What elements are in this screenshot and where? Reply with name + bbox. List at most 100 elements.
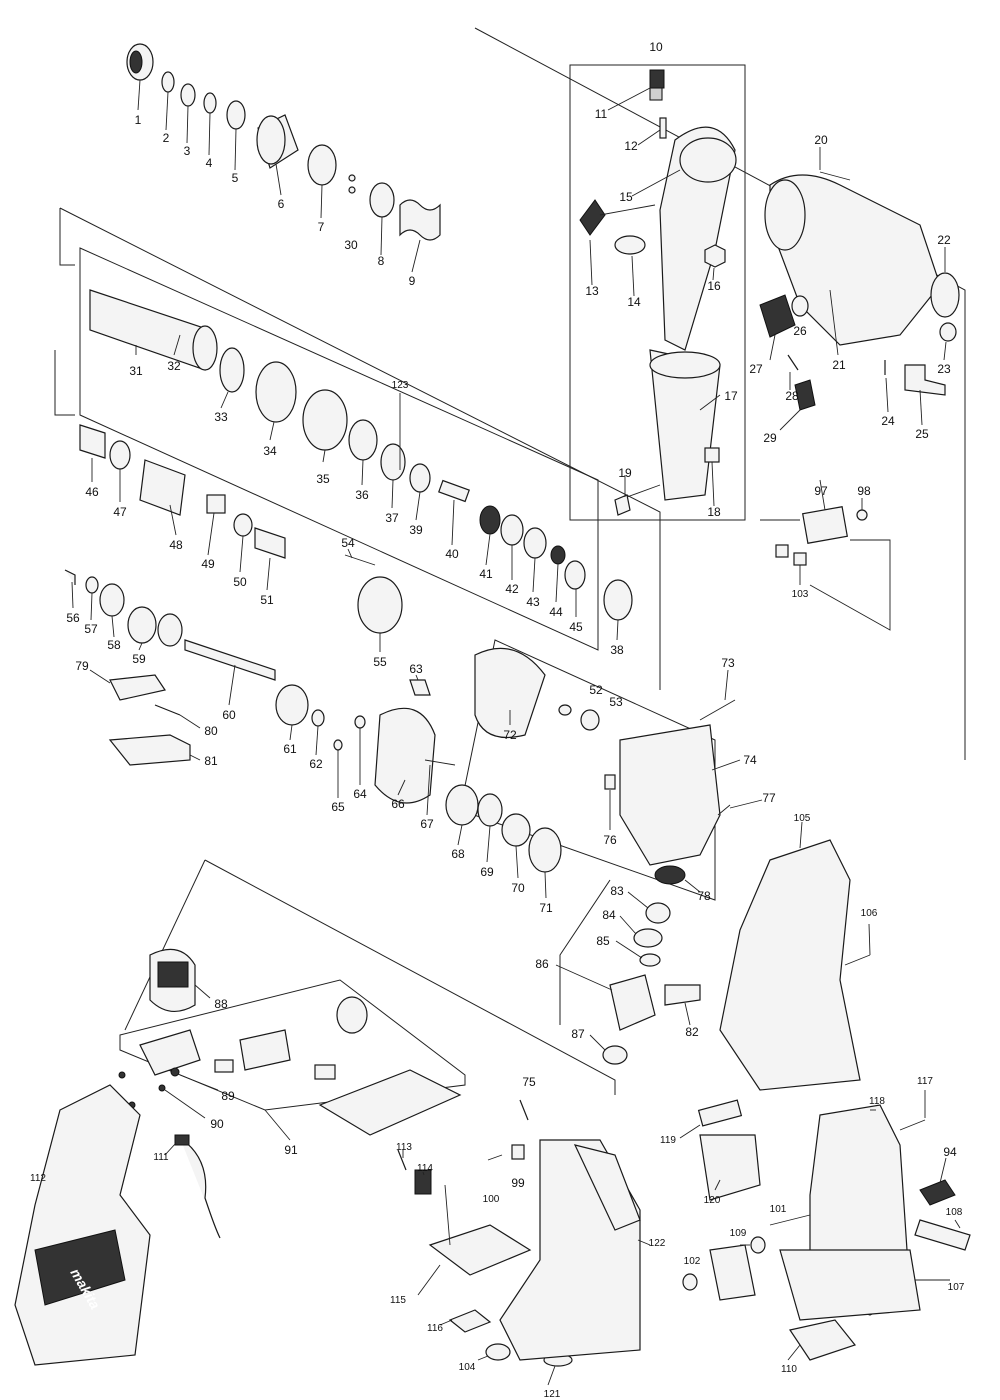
leader-104 bbox=[477, 1355, 489, 1361]
part-14-ring bbox=[614, 235, 646, 255]
part-109-lever bbox=[709, 1244, 756, 1301]
leader-60 bbox=[228, 664, 236, 706]
part-10-lever bbox=[649, 69, 665, 89]
leader-115 bbox=[417, 1264, 441, 1296]
part-label: 25 bbox=[915, 427, 929, 441]
part-113-spring bbox=[397, 1149, 407, 1171]
part-13-bolt-shaft bbox=[599, 204, 656, 216]
part-label: 78 bbox=[697, 889, 711, 903]
part-8-ring bbox=[369, 182, 395, 218]
part-label: 26 bbox=[793, 324, 807, 338]
part-label: 104 bbox=[459, 1362, 476, 1373]
part-label: 103 bbox=[792, 589, 809, 600]
group-frames bbox=[54, 27, 966, 1111]
frame-front-assembly bbox=[474, 27, 966, 760]
part-65-washer bbox=[333, 739, 343, 751]
part-label: 9 bbox=[409, 274, 416, 288]
part-53-ring bbox=[580, 709, 600, 731]
part-label: 65 bbox=[331, 800, 345, 814]
part-label: 121 bbox=[544, 1389, 561, 1400]
leader-61 bbox=[289, 724, 293, 741]
part-44-oring bbox=[550, 545, 566, 565]
leader-87 bbox=[589, 1034, 606, 1051]
part-107-base bbox=[779, 1249, 921, 1321]
part-9-spring bbox=[399, 199, 441, 241]
part-15-clamp-ring bbox=[679, 137, 737, 183]
leader-91 bbox=[264, 1109, 291, 1141]
part-112-cover-panel bbox=[34, 1229, 126, 1306]
part-label: 82 bbox=[685, 1025, 699, 1039]
part-116-pad bbox=[448, 1309, 492, 1333]
group-parts: makita bbox=[14, 43, 971, 1367]
part-label: 12 bbox=[624, 139, 638, 153]
part-label: 86 bbox=[535, 957, 549, 971]
frame-gear-housing-group bbox=[459, 639, 716, 901]
part-47-oring bbox=[109, 440, 131, 470]
part-28-spring bbox=[787, 354, 799, 371]
frame-electronics-group bbox=[119, 979, 466, 1111]
part-label: 62 bbox=[309, 757, 323, 771]
part-38-oring bbox=[603, 579, 633, 621]
leader-15 bbox=[631, 169, 681, 197]
leader-86 bbox=[555, 964, 613, 991]
part-2-ring bbox=[161, 71, 175, 93]
part-15-side-grip-clamp bbox=[659, 126, 736, 351]
part-label: 37 bbox=[385, 511, 399, 525]
part-40-pin bbox=[438, 479, 470, 503]
part-label: 107 bbox=[948, 1282, 965, 1293]
part-label: 77 bbox=[762, 791, 776, 805]
leader-69 bbox=[486, 825, 491, 863]
part-label: 20 bbox=[814, 133, 828, 147]
part-103-plate-b bbox=[793, 552, 807, 566]
leader-90 bbox=[164, 1089, 206, 1119]
part-label: 73 bbox=[721, 656, 735, 670]
part-label: 79 bbox=[75, 659, 89, 673]
part-label: 38 bbox=[610, 643, 624, 657]
part-85-washer bbox=[639, 953, 661, 967]
part-62-ring bbox=[311, 709, 325, 727]
leader-27 bbox=[769, 334, 776, 361]
part-label: 64 bbox=[353, 787, 367, 801]
part-74-gear-housing bbox=[619, 724, 721, 866]
leader-48 bbox=[169, 504, 177, 536]
part-label: 41 bbox=[479, 567, 493, 581]
part-87-bearing bbox=[602, 1045, 628, 1065]
leader-56 bbox=[71, 581, 74, 609]
part-43-ring bbox=[523, 527, 547, 559]
part-106-screw bbox=[844, 954, 871, 966]
leader-85 bbox=[615, 940, 643, 959]
part-86-armature bbox=[609, 974, 656, 1031]
part-16-nut bbox=[704, 244, 726, 268]
leader-24 bbox=[885, 377, 889, 413]
part-label: 35 bbox=[316, 472, 330, 486]
part-104-bushing bbox=[485, 1343, 511, 1361]
part-label: 18 bbox=[707, 505, 721, 519]
part-label: 118 bbox=[869, 1096, 885, 1107]
part-label: 47 bbox=[113, 505, 127, 519]
leader-63 bbox=[415, 674, 419, 681]
part-99-clip bbox=[511, 1144, 525, 1160]
part-label: 94 bbox=[943, 1145, 957, 1159]
leader-80 bbox=[179, 714, 201, 729]
part-21-housing-front bbox=[764, 179, 806, 251]
part-label: 23 bbox=[937, 362, 951, 376]
part-label: 32 bbox=[167, 359, 181, 373]
part-label: 112 bbox=[30, 1173, 46, 1184]
leader-122 bbox=[637, 1239, 651, 1246]
part-label: 30 bbox=[344, 238, 358, 252]
leader-71 bbox=[544, 871, 547, 899]
leader-70 bbox=[515, 845, 519, 879]
part-120-trigger bbox=[699, 1134, 761, 1201]
part-101-pin bbox=[769, 1214, 811, 1226]
part-label: 11 bbox=[595, 107, 608, 121]
part-label: 69 bbox=[480, 865, 494, 879]
leader-54 bbox=[347, 548, 353, 559]
part-17-grip-top bbox=[649, 351, 721, 379]
leader-9 bbox=[411, 239, 421, 273]
part-label: 4 bbox=[206, 156, 213, 170]
leader-78 bbox=[684, 879, 701, 893]
part-label: 67 bbox=[420, 817, 434, 831]
leader-43 bbox=[532, 557, 536, 593]
part-91-sensor bbox=[336, 996, 368, 1034]
part-70-plate bbox=[501, 813, 531, 847]
